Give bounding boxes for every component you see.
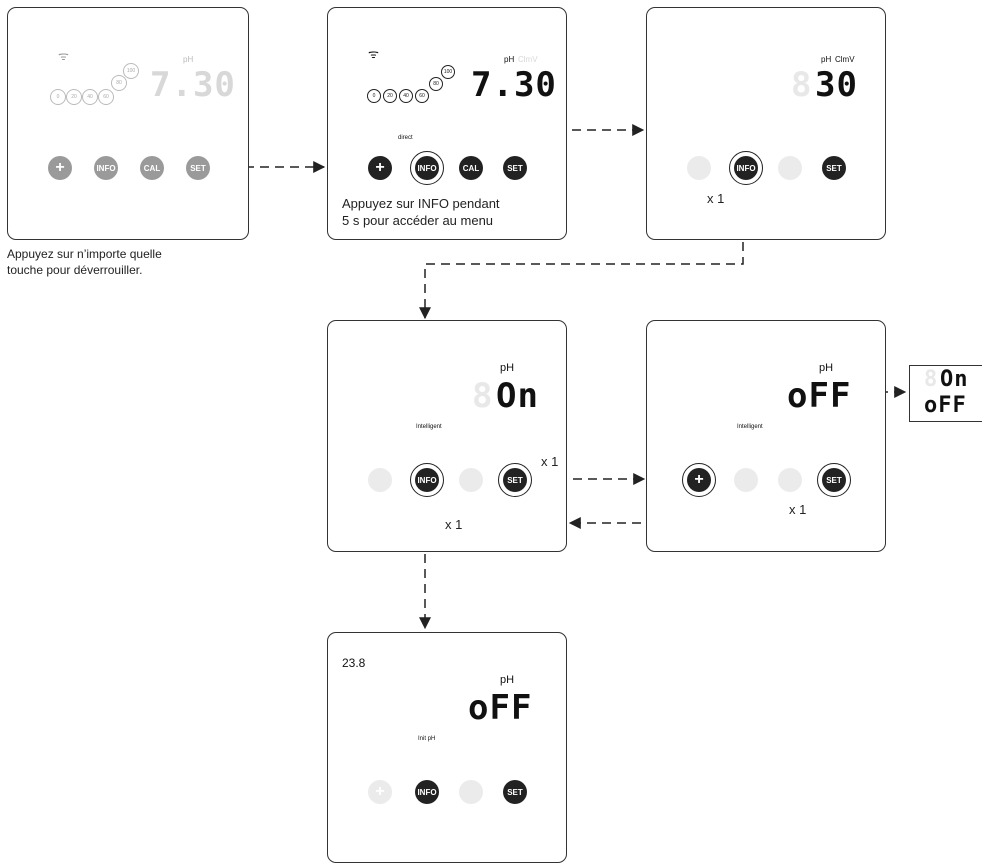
option-on: On — [940, 367, 969, 392]
set-button[interactable]: SET — [503, 156, 527, 180]
ph-display: 7.30 — [471, 65, 557, 105]
info-button[interactable]: INFO — [94, 156, 118, 180]
on-off-options-box: 8 On oFF — [909, 365, 982, 422]
unlock-caption-line2: touche pour déverrouiller. — [7, 263, 143, 277]
plus-press-indicator — [682, 463, 716, 497]
unit-label: pH — [500, 362, 515, 374]
faded-digit: 8 — [924, 367, 939, 392]
value-display: 30 — [815, 65, 858, 105]
info-button[interactable]: INFO — [415, 156, 439, 180]
unit2-label: ClmV — [518, 55, 538, 64]
panel-init-ph-screen: 23.8 pH oFF Init pH + INFO SET — [327, 632, 567, 863]
unit-label: pH — [819, 362, 834, 374]
info-button[interactable]: INFO — [415, 780, 439, 804]
cal-button[interactable] — [778, 156, 802, 180]
level-circle: 80 — [111, 75, 127, 91]
level-circle: 0 — [50, 89, 66, 105]
cal-button[interactable]: CAL — [140, 156, 164, 180]
set-button[interactable]: SET — [822, 156, 846, 180]
plus-button[interactable] — [687, 156, 711, 180]
panel-ph-on-screen: pH 8 On Intelligent INFO SET x 1 x 1 — [327, 320, 567, 552]
temperature-label: 23.8 — [342, 656, 366, 670]
level-circle: 100 — [123, 63, 139, 79]
cal-button[interactable] — [778, 468, 802, 492]
plus-button[interactable]: + — [48, 156, 72, 180]
info-press-indicator — [410, 463, 444, 497]
mode-label: Intelligent — [416, 424, 442, 430]
panel-locked-screen: ᯤ pH 7.30 0 20 40 60 80 100 + INFO CAL S… — [7, 7, 249, 240]
option-off: oFF — [924, 393, 967, 418]
press-count: x 1 — [707, 191, 725, 206]
menu-caption-line1: Appuyez sur INFO pendant — [342, 196, 500, 211]
ph-display: 7.30 — [150, 65, 236, 105]
panel-ph-off-screen: pH oFF Intelligent + SET x 1 — [646, 320, 886, 552]
set-press-indicator — [817, 463, 851, 497]
panel-unlocked-screen: ᯤ pH ClmV 7.30 0 20 40 60 80 100 direct … — [327, 7, 567, 240]
menu-caption-line2: 5 s pour accéder au menu — [342, 213, 494, 228]
state-display: On — [496, 376, 539, 416]
level-circle: 100 — [441, 65, 455, 79]
plus-button[interactable] — [368, 468, 392, 492]
cal-button[interactable] — [459, 780, 483, 804]
unit2-label: ClmV — [835, 55, 855, 64]
plus-button[interactable]: + — [368, 156, 392, 180]
set-press-count: x 1 — [541, 454, 559, 469]
set-press-count: x 1 — [789, 502, 807, 517]
level-circle: 20 — [66, 89, 82, 105]
info-press-count: x 1 — [445, 517, 463, 532]
cal-button[interactable] — [459, 468, 483, 492]
set-press-indicator — [498, 463, 532, 497]
info-press-indicator — [729, 151, 763, 185]
unit-label: pH — [500, 674, 515, 686]
set-button[interactable]: SET — [822, 468, 846, 492]
cal-button[interactable]: CAL — [459, 156, 483, 180]
level-circle: 40 — [82, 89, 98, 105]
set-button[interactable]: SET — [503, 780, 527, 804]
info-press-indicator — [410, 151, 444, 185]
level-circle: 0 — [367, 89, 381, 103]
info-button[interactable] — [734, 468, 758, 492]
level-circle: 40 — [399, 89, 413, 103]
level-circle: 60 — [415, 89, 429, 103]
wifi-icon: ᯤ — [368, 47, 379, 61]
state-display: oFF — [468, 688, 533, 728]
mode-label: direct — [398, 135, 413, 141]
plus-button[interactable]: + — [687, 468, 711, 492]
level-circle: 80 — [429, 77, 443, 91]
unit-label: pH — [821, 55, 832, 64]
state-display: oFF — [787, 376, 852, 416]
info-button[interactable]: INFO — [415, 468, 439, 492]
level-circle: 20 — [383, 89, 397, 103]
mode-label: Init pH — [418, 736, 436, 742]
info-button[interactable]: INFO — [734, 156, 758, 180]
faded-digit: 8 — [791, 65, 813, 105]
unit-label: pH — [183, 55, 194, 64]
set-button[interactable]: SET — [186, 156, 210, 180]
plus-button[interactable]: + — [368, 780, 392, 804]
mode-label: Intelligent — [737, 424, 763, 430]
wifi-icon: ᯤ — [58, 49, 69, 63]
unit-label: pH — [504, 55, 515, 64]
panel-menu-screen: pH ClmV 8 30 INFO SET x 1 — [646, 7, 886, 240]
unlock-caption-line1: Appuyez sur n’importe quelle — [7, 247, 162, 261]
level-circle: 60 — [98, 89, 114, 105]
set-button[interactable]: SET — [503, 468, 527, 492]
faded-digit: 8 — [472, 376, 494, 416]
